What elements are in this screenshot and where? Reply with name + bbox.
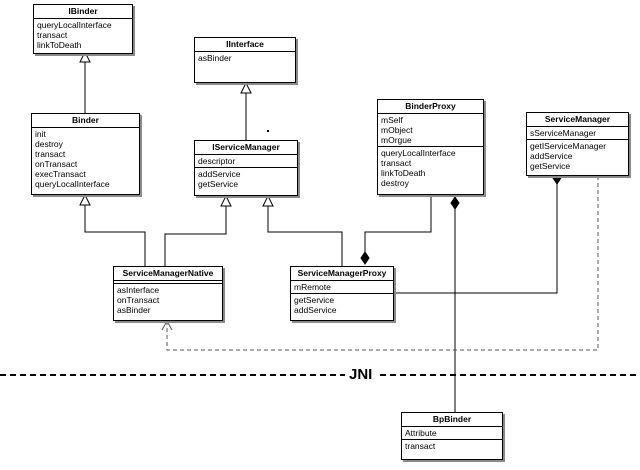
class-bpbinder: BpBinder Attribute transact — [401, 412, 503, 460]
methods-section: getService addService — [291, 294, 393, 316]
inherit-arrow-isvcmgr-left — [220, 194, 232, 207]
methods-section: addService getService — [195, 168, 297, 190]
method: transact — [35, 149, 66, 159]
method: destroy — [35, 139, 63, 149]
method: linkToDeath — [381, 168, 426, 178]
class-binderproxy: BinderProxy mSelf mObject mOrgue queryLo… — [377, 99, 484, 195]
attribute: descriptor — [198, 156, 236, 166]
methods-section: asInterface onTransact asBinder — [114, 284, 222, 316]
attributes-section: mSelf mObject mOrgue — [378, 114, 483, 147]
class-name: BpBinder — [402, 413, 502, 427]
edge-native-binder — [84, 205, 146, 266]
class-servicemanagerproxy: ServiceManagerProxy mRemote getService a… — [290, 266, 394, 321]
method: transact — [37, 30, 68, 40]
method: asBinder — [117, 305, 151, 315]
methods-section: queryLocalInterface transact linkToDeath — [34, 19, 132, 51]
method: init — [35, 129, 46, 139]
methods-section: init destroy transact onTransact execTra… — [32, 128, 139, 190]
method: queryLocalInterface — [35, 179, 110, 189]
edge-proxy-isvcmgr — [267, 206, 343, 266]
method: getService — [198, 179, 239, 189]
method: addService — [530, 151, 573, 161]
class-name: IServiceManager — [195, 141, 297, 155]
class-name: ServiceManagerNative — [114, 267, 222, 281]
edge-binderproxy-proxy — [364, 195, 432, 252]
class-iservicemanager: IServiceManager descriptor addService ge… — [194, 140, 298, 196]
attribute: sServiceManager — [530, 128, 597, 138]
inherit-arrow-isvcmgr-right — [262, 194, 274, 207]
attributes-section: Attribute — [402, 427, 502, 440]
class-name: IBinder — [34, 5, 132, 19]
attributes-section — [114, 281, 222, 284]
edge-native-isvcmgr — [164, 206, 227, 266]
attribute: mSelf — [381, 115, 403, 125]
jni-boundary-label: JNI — [345, 366, 377, 383]
attribute: mRemote — [294, 282, 331, 292]
method: queryLocalInterface — [37, 20, 112, 30]
class-binder: Binder init destroy transact onTransact … — [31, 113, 140, 195]
edge-svcmgr-proxy — [394, 180, 558, 294]
method: transact — [405, 441, 436, 451]
attributes-section: mRemote — [291, 281, 393, 294]
method: destroy — [381, 178, 409, 188]
inherit-arrow-ibinder — [79, 50, 91, 63]
composition-diamond-bpbinder — [450, 196, 460, 210]
attribute: Attribute — [405, 428, 437, 438]
class-name: IInterface — [195, 38, 295, 52]
method: getIServiceManager — [530, 141, 607, 151]
class-servicemanagernative: ServiceManagerNative asInterface onTrans… — [113, 266, 223, 321]
method: getService — [530, 161, 571, 171]
method: addService — [294, 305, 337, 315]
method: asInterface — [117, 285, 160, 295]
methods-section: transact — [402, 440, 502, 452]
attributes-section: sServiceManager — [527, 127, 628, 140]
class-name: ServiceManager — [527, 113, 628, 127]
method: execTransact — [35, 169, 86, 179]
class-servicemanager: ServiceManager sServiceManager getIServi… — [526, 112, 629, 176]
inherit-arrow-iinterface — [240, 81, 252, 94]
class-iinterface: IInterface asBinder — [194, 37, 296, 83]
method: transact — [381, 158, 412, 168]
stray-dot — [267, 130, 269, 132]
method: onTransact — [35, 159, 78, 169]
class-name: ServiceManagerProxy — [291, 267, 393, 281]
attribute: mObject — [381, 125, 413, 135]
composition-diamond-proxy — [360, 251, 370, 265]
class-ibinder: IBinder queryLocalInterface transact lin… — [33, 4, 133, 54]
method: getService — [294, 295, 335, 305]
method: queryLocalInterface — [381, 148, 456, 158]
methods-section: asBinder — [195, 52, 295, 64]
method: asBinder — [198, 53, 232, 63]
class-name: Binder — [32, 114, 139, 128]
dependency-arrowhead — [161, 319, 173, 331]
method: addService — [198, 169, 241, 179]
attributes-section: descriptor — [195, 155, 297, 168]
inherit-arrow-binder — [79, 193, 91, 206]
attribute: mOrgue — [381, 135, 412, 145]
method: linkToDeath — [37, 40, 82, 50]
edge-svcmgr-native-dependency — [166, 176, 599, 351]
class-name: BinderProxy — [378, 100, 483, 114]
methods-section: getIServiceManager addService getService — [527, 140, 628, 172]
method: onTransact — [117, 295, 160, 305]
methods-section: queryLocalInterface transact linkToDeath… — [378, 147, 483, 189]
